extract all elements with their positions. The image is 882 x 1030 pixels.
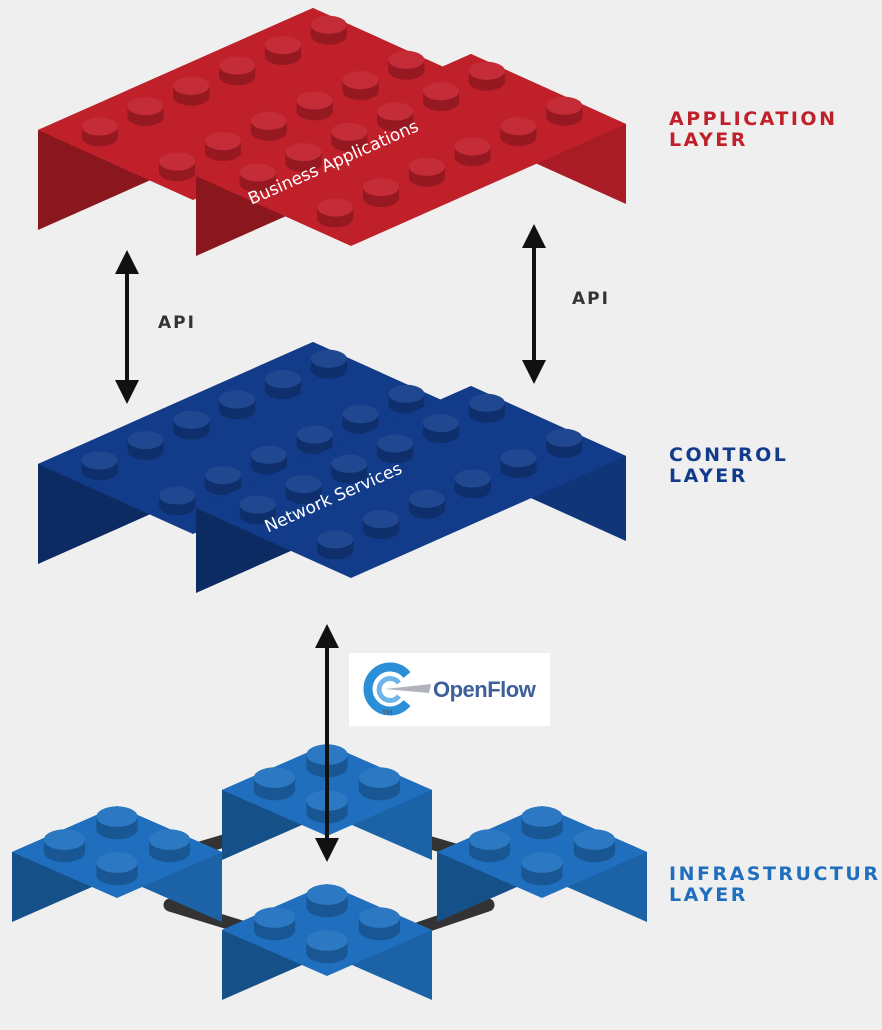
stud: [317, 530, 354, 560]
stud: [204, 132, 242, 162]
infrastructure-brick-left: [12, 806, 222, 922]
stud: [388, 50, 425, 80]
stud: [408, 489, 445, 519]
stud: [358, 907, 401, 941]
control-bricks: Network Services: [38, 342, 626, 593]
stud: [342, 405, 379, 435]
control-layer-label: CONTROL LAYER: [669, 445, 788, 487]
application-layer-label: APPLICATION LAYER: [669, 109, 838, 151]
control-layer-label-line1: CONTROL: [669, 444, 789, 466]
control-brick-front: Network Services: [196, 386, 626, 593]
stud: [81, 117, 118, 147]
infrastructure-layer-label-line2: LAYER: [669, 884, 748, 906]
stud: [285, 475, 322, 505]
stud: [219, 56, 256, 86]
stud: [342, 71, 379, 101]
stud: [296, 425, 333, 455]
stud: [306, 930, 348, 964]
stud: [358, 767, 401, 801]
stud: [331, 454, 368, 484]
openflow-trademark: TM: [382, 709, 393, 717]
stud: [96, 852, 138, 886]
stud: [204, 466, 242, 496]
stud: [43, 829, 86, 863]
stud: [521, 852, 563, 886]
stud: [264, 370, 302, 400]
infrastructure-link: [163, 898, 252, 935]
infrastructure-bricks: [12, 744, 647, 1000]
stud: [250, 111, 287, 141]
stud: [264, 36, 302, 66]
stud: [173, 76, 210, 106]
application-layer-label-line1: APPLICATION: [669, 108, 838, 130]
stud: [500, 117, 537, 147]
stud: [296, 91, 333, 121]
stud: [253, 767, 296, 801]
application-brick-front: Business Applications: [196, 54, 626, 256]
stud: [159, 152, 196, 182]
stud: [468, 61, 505, 91]
stud: [377, 434, 414, 464]
stud: [173, 410, 210, 440]
stud: [521, 806, 563, 840]
infrastructure-link: [413, 898, 495, 935]
stud: [310, 349, 347, 379]
api-label-left: API: [158, 313, 196, 333]
stud: [253, 907, 296, 941]
stud: [317, 198, 354, 228]
stud: [159, 486, 196, 516]
infrastructure-brick-bottom: [222, 884, 432, 1000]
stud: [408, 157, 445, 187]
openflow-swirl-icon: [363, 662, 431, 716]
stud: [239, 163, 276, 193]
application-bricks: Business Applications: [38, 8, 626, 256]
stud: [500, 449, 537, 479]
stud: [454, 469, 491, 499]
stud: [310, 15, 347, 45]
stud: [546, 96, 583, 126]
stud: [422, 414, 460, 444]
stud: [127, 431, 164, 461]
stud: [546, 428, 583, 458]
stud: [306, 884, 348, 918]
api-label-right: API: [572, 289, 610, 309]
stud: [239, 495, 276, 525]
stud: [468, 393, 505, 423]
openflow-logo: TM OpenFlow: [349, 653, 550, 726]
stud: [388, 384, 425, 414]
stud: [250, 445, 287, 475]
api-arrows: [115, 224, 546, 862]
stud: [81, 451, 118, 481]
stud: [148, 829, 191, 863]
stud: [127, 97, 164, 127]
openflow-text: OpenFlow: [433, 677, 536, 702]
stud: [219, 390, 256, 420]
stud: [96, 806, 138, 840]
stud: [454, 137, 491, 167]
stud: [362, 178, 400, 208]
infrastructure-brick-right: [437, 806, 647, 922]
stud: [573, 829, 616, 863]
infrastructure-layer-label-line1: INFRASTRUCTURE: [669, 863, 882, 885]
infrastructure-layer-label: INFRASTRUCTURE LAYER: [669, 864, 882, 906]
stud: [362, 510, 400, 540]
stud: [377, 102, 414, 132]
stud: [422, 82, 460, 112]
control-layer-label-line2: LAYER: [669, 465, 748, 487]
stud: [285, 143, 322, 173]
application-layer-label-line2: LAYER: [669, 129, 748, 151]
stud: [331, 122, 368, 152]
stud: [468, 829, 511, 863]
